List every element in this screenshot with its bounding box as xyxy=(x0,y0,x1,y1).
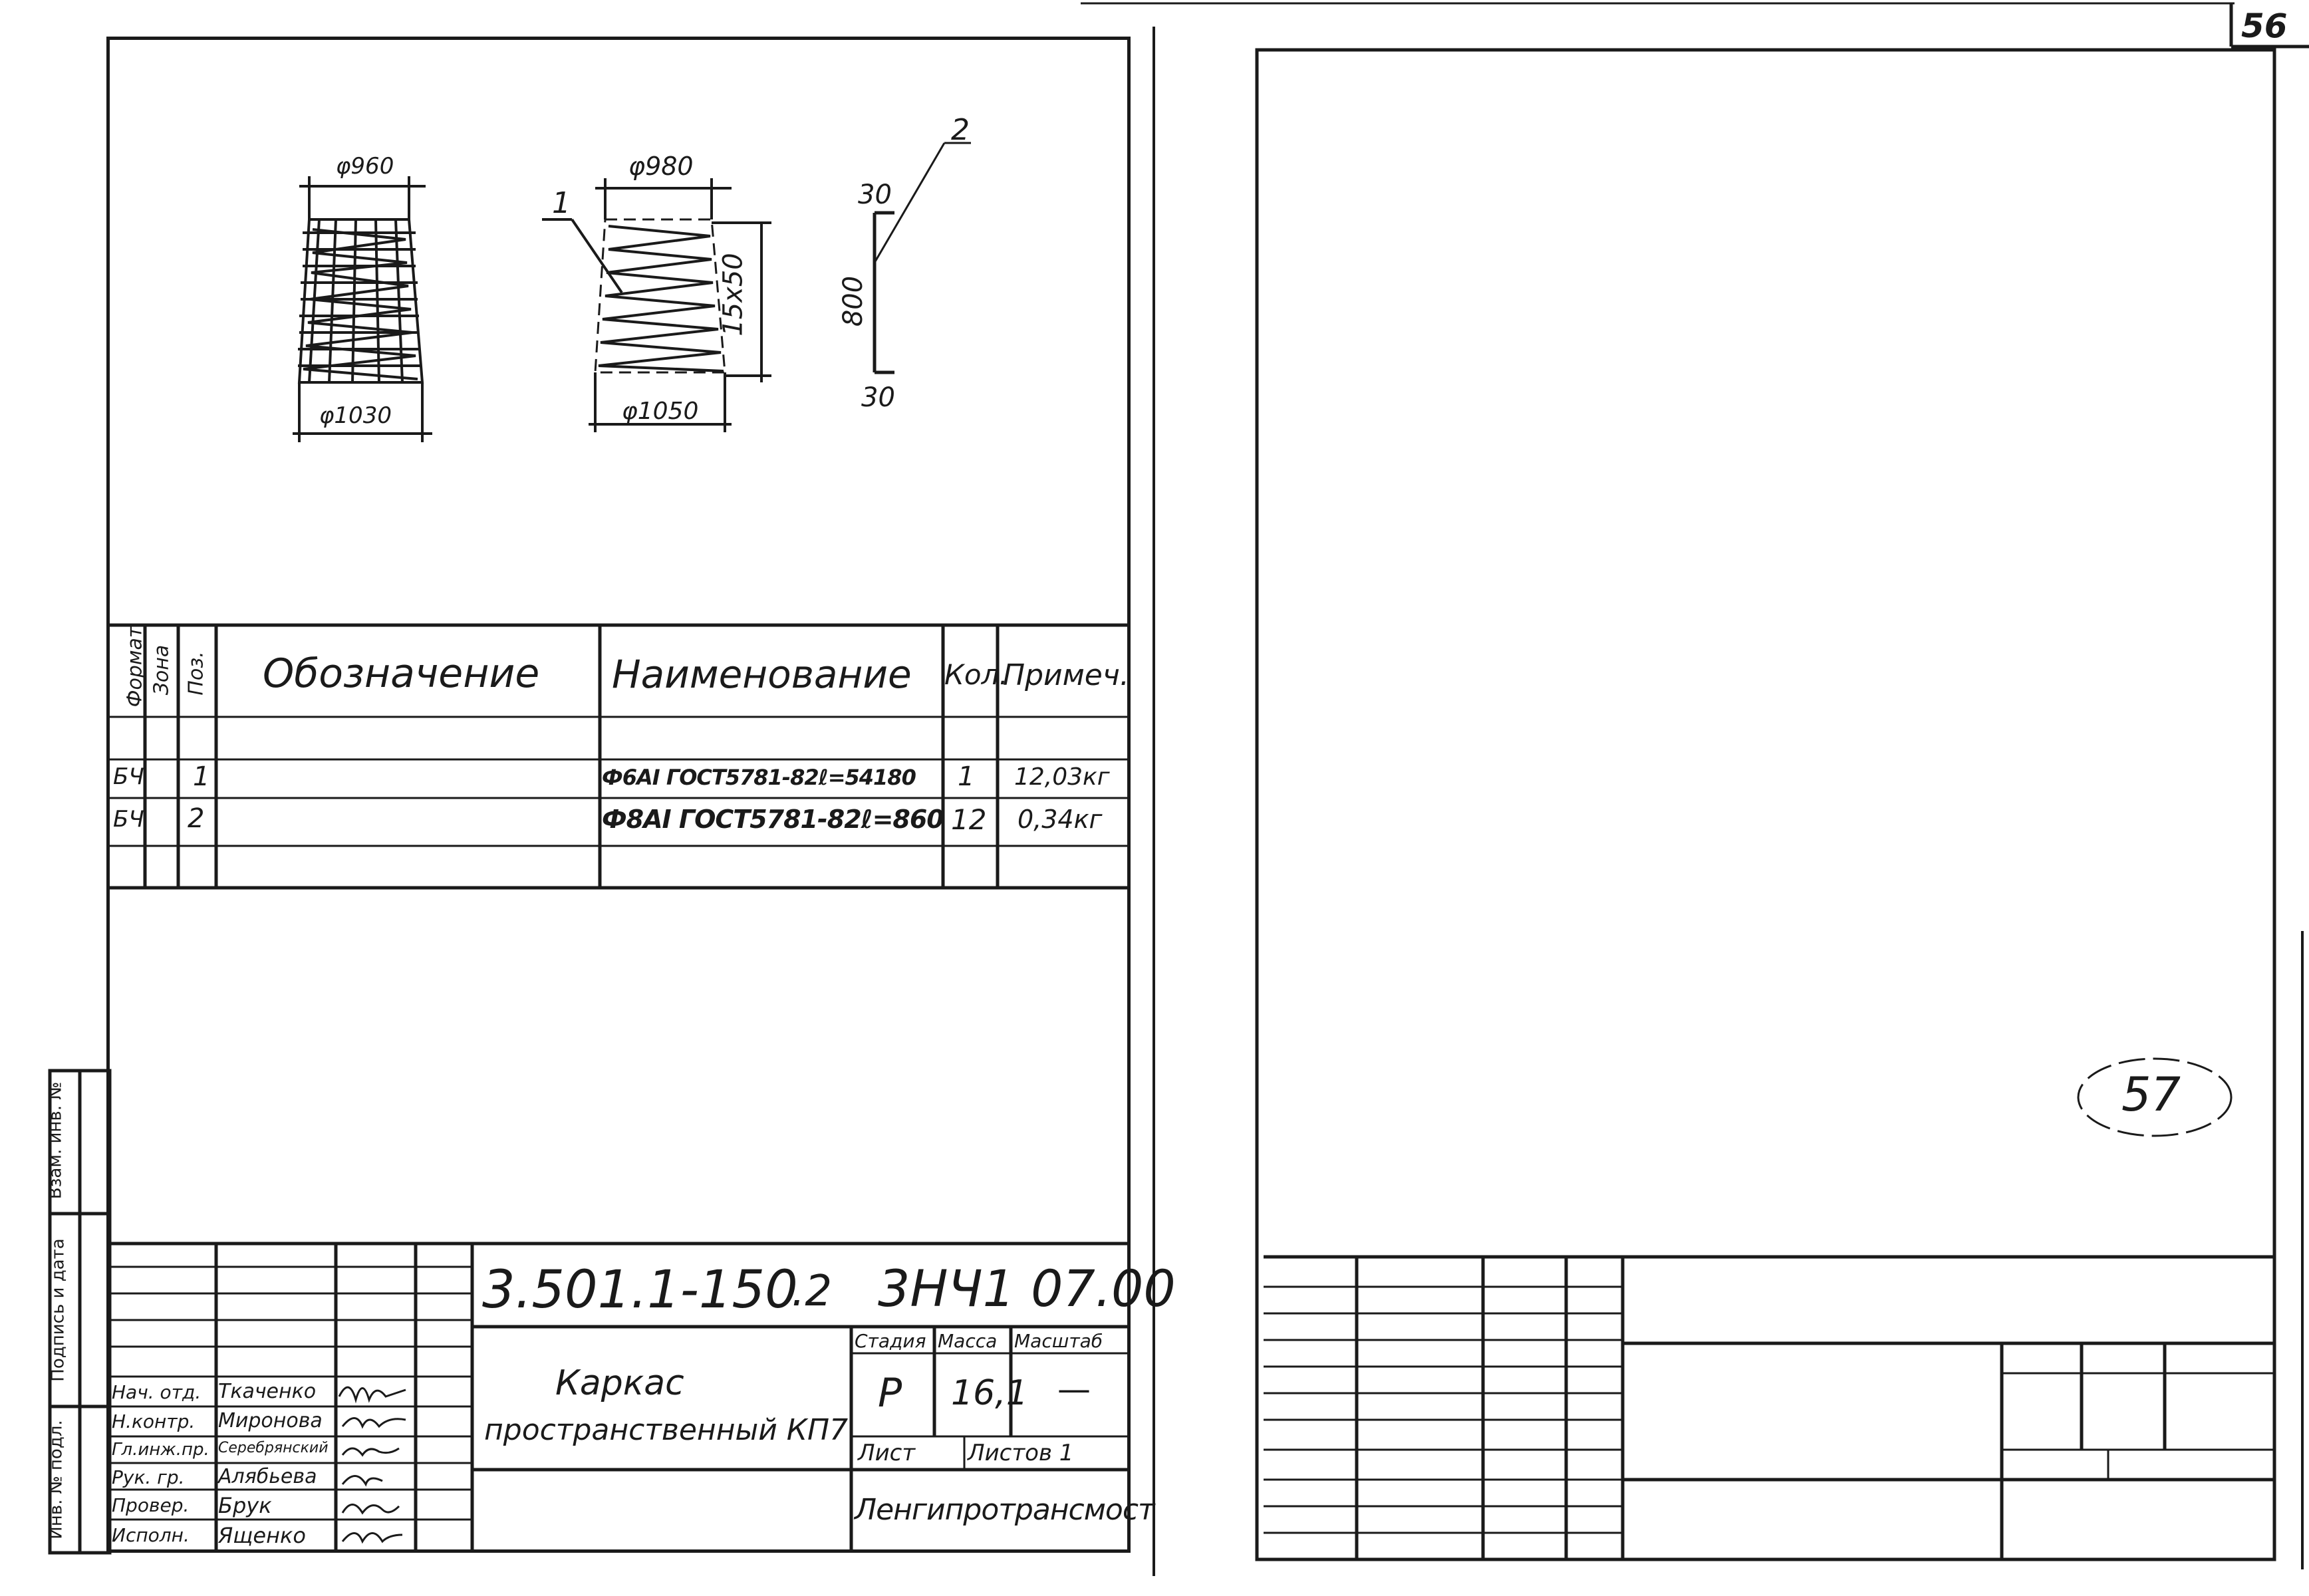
spec-header-note: Примеч. xyxy=(1003,658,1129,692)
scale-value: — xyxy=(1057,1370,1091,1408)
spec-row-name: Ф6АI ГОСТ5781-82ℓ=54180 xyxy=(602,765,916,790)
dim-mid-top: φ980 xyxy=(628,152,694,181)
person-role: Рук. гр. xyxy=(112,1466,185,1488)
spec-row-name: Ф8АI ГОСТ5781-82ℓ=860 xyxy=(602,805,944,834)
sheet-label: Лист xyxy=(858,1440,916,1466)
dim-bar-top: 30 xyxy=(858,180,892,210)
callout-2: 2 xyxy=(951,113,970,147)
title-block-mark: 3НЧ1 07.00 xyxy=(878,1259,1176,1318)
title-block-grid xyxy=(110,1242,1127,1553)
organization: Ленгипротрансмост xyxy=(855,1493,1155,1527)
right-title-block-grid xyxy=(1255,48,2276,1561)
person-name: Алябьева xyxy=(218,1465,317,1488)
person-name: Брук xyxy=(218,1493,272,1518)
title-block-issue: .2 xyxy=(791,1267,833,1316)
person-role: Исполн. xyxy=(112,1524,190,1546)
spec-row-qty: 1 xyxy=(958,761,975,792)
left-sheet-frame xyxy=(106,37,1131,1553)
spec-row-qty: 12 xyxy=(951,803,987,836)
person-role: Н.контр. xyxy=(112,1410,196,1432)
mass-label: Масса xyxy=(938,1330,998,1352)
page-stamp-oval xyxy=(2077,1057,2233,1137)
callout-1: 1 xyxy=(552,186,571,220)
title-block-code: 3.501.1-150 xyxy=(482,1260,798,1320)
dim-mid-bottom: φ1050 xyxy=(622,398,699,425)
dim-bar-bottom: 30 xyxy=(861,382,895,413)
person-role: Гл.инж.пр. xyxy=(112,1440,209,1460)
spec-row-format: БЧ xyxy=(113,763,144,790)
page-stamp-number: 57 xyxy=(2121,1067,2181,1122)
stage-label: Стадия xyxy=(855,1330,926,1352)
spec-row-format: БЧ xyxy=(113,806,144,833)
spec-row-note: 0,34кг xyxy=(1018,805,1103,834)
stage-value: Р xyxy=(878,1370,902,1416)
spec-header-name: Наименование xyxy=(612,652,912,697)
cage-elevation xyxy=(293,176,432,442)
mass-value: 16,1 xyxy=(951,1373,1028,1413)
spec-header-designation: Обозначение xyxy=(263,650,540,697)
person-role: Нач. отд. xyxy=(112,1381,202,1403)
person-name: Серебрянский xyxy=(218,1440,329,1456)
sheets-label: Листов 1 xyxy=(968,1440,1074,1466)
spec-row-pos: 1 xyxy=(193,761,210,792)
side-stamp-grid xyxy=(48,1069,112,1555)
spiral-elevation xyxy=(542,178,771,432)
spec-row-note: 12,03кг xyxy=(1014,763,1110,791)
spec-row-pos: 2 xyxy=(188,803,205,834)
person-name: Миронова xyxy=(218,1409,323,1432)
sheet-number: 56 xyxy=(2241,7,2288,45)
bar-shape xyxy=(873,142,971,374)
title-block-title-line2: пространственный КП7 xyxy=(484,1413,849,1447)
spec-header-qty: Кол. xyxy=(944,658,1008,691)
person-name: Ященко xyxy=(218,1523,306,1548)
person-name: Ткаченко xyxy=(218,1380,317,1403)
dim-left-bottom: φ1030 xyxy=(319,402,392,429)
dim-left-top: φ960 xyxy=(336,153,394,180)
spec-table-grid xyxy=(110,623,1127,890)
title-block-title-line1: Каркас xyxy=(555,1363,684,1403)
person-role: Провер. xyxy=(112,1494,190,1516)
scale-label: Масштаб xyxy=(1014,1330,1103,1352)
